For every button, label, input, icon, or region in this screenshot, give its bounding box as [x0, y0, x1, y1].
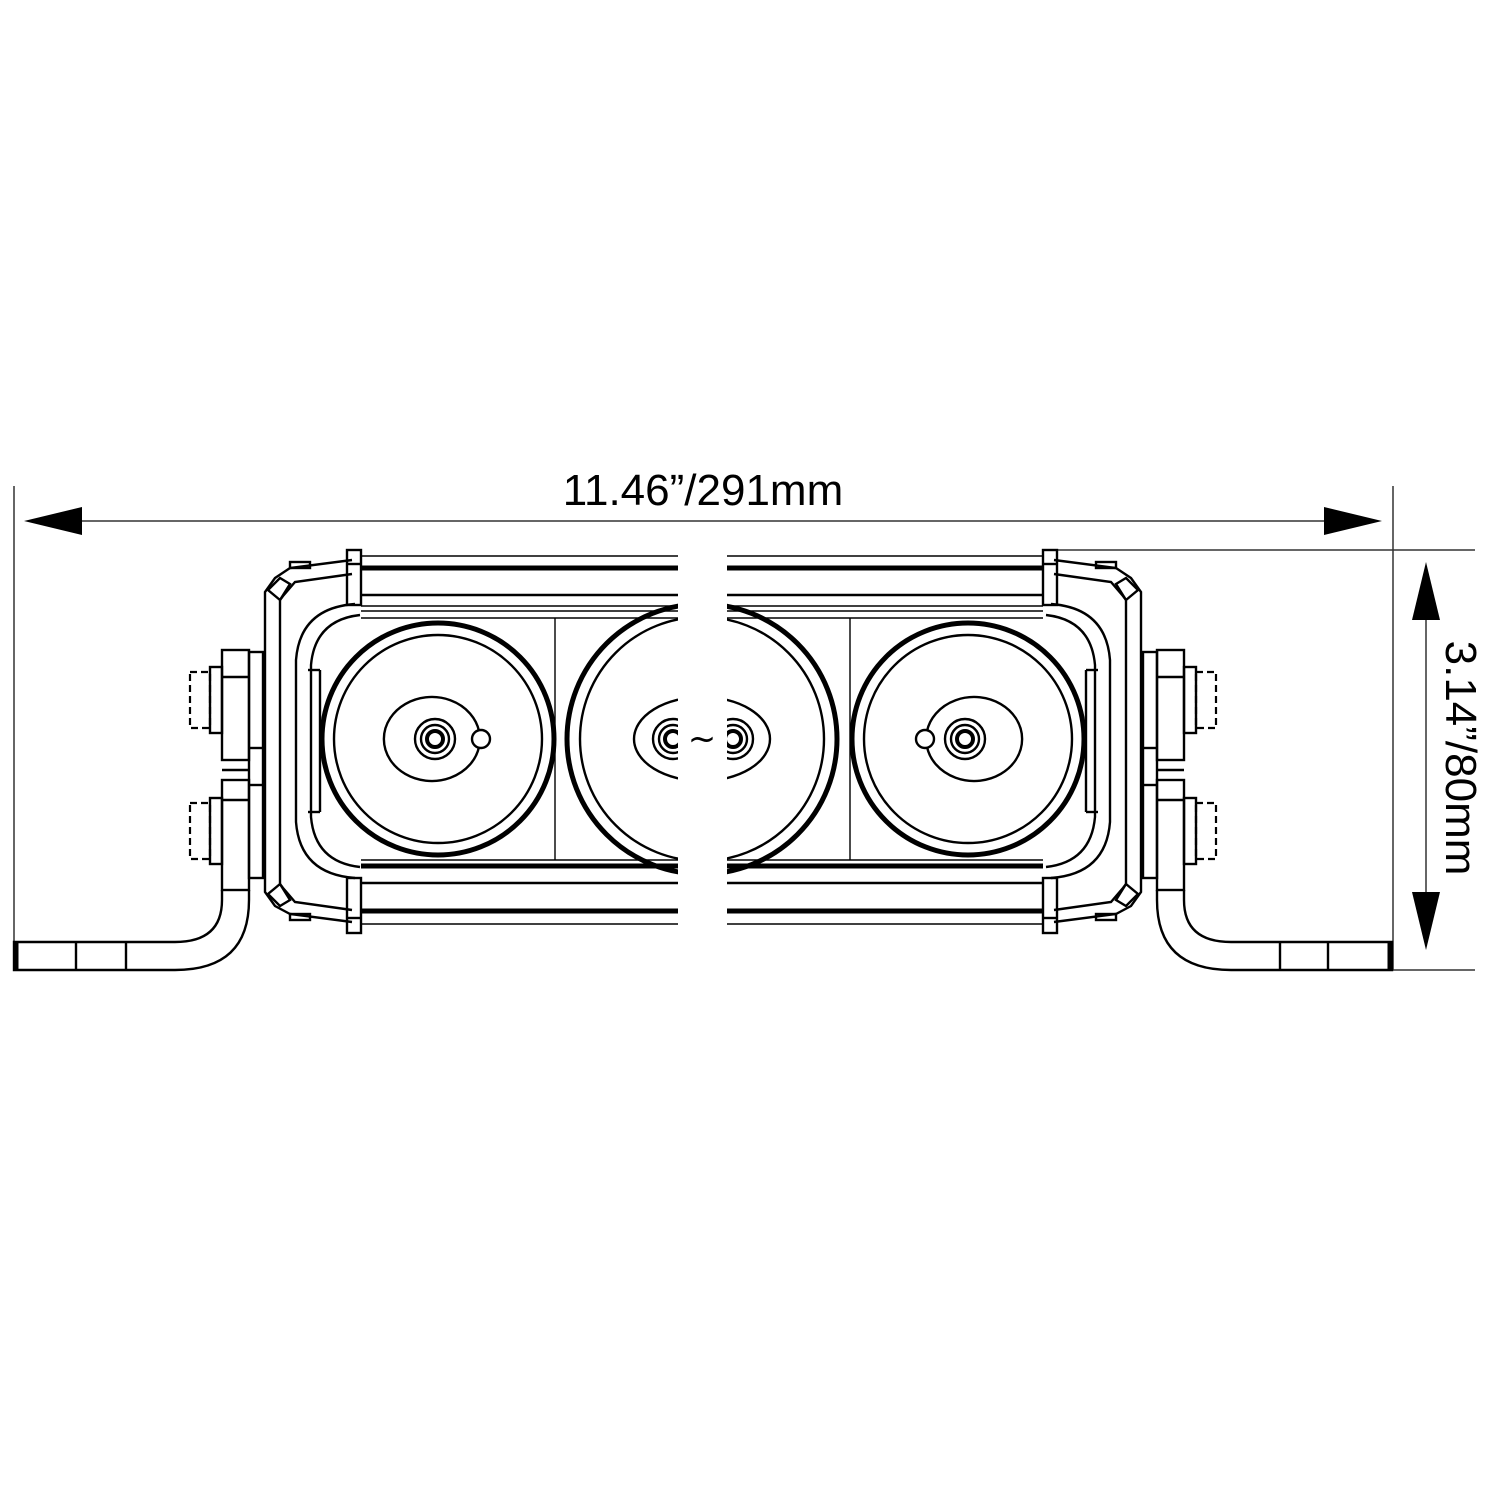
left-end-cap: [263, 548, 363, 935]
bolt-icon: [188, 801, 212, 861]
lens-left: [319, 620, 557, 858]
height-dimension: 3.14”/80mm: [1050, 549, 1485, 971]
arrow-down-icon: [1412, 892, 1440, 950]
lens-center-left-half: [564, 603, 678, 875]
height-label: 3.14”/80mm: [1436, 641, 1485, 876]
arrow-right-icon: [1324, 507, 1382, 535]
lens-right: [849, 620, 1087, 858]
housing-rails-right: [727, 555, 1043, 925]
arrow-up-icon: [1412, 562, 1440, 620]
right-mounting-bracket: [1141, 648, 1394, 972]
width-label: 11.46”/291mm: [563, 466, 843, 515]
bolt-icon: [1194, 801, 1218, 861]
bolt-icon: [1194, 670, 1218, 730]
width-dimension: 11.46”/291mm: [13, 466, 1394, 970]
right-end-cap: [1041, 548, 1143, 935]
break-symbol: ~: [688, 719, 717, 759]
bolt-icon: [188, 670, 212, 730]
housing-rails-left: [361, 555, 678, 925]
lens-center-right-half: [727, 603, 840, 875]
arrow-left-icon: [24, 507, 82, 535]
left-mounting-bracket: [12, 648, 265, 972]
